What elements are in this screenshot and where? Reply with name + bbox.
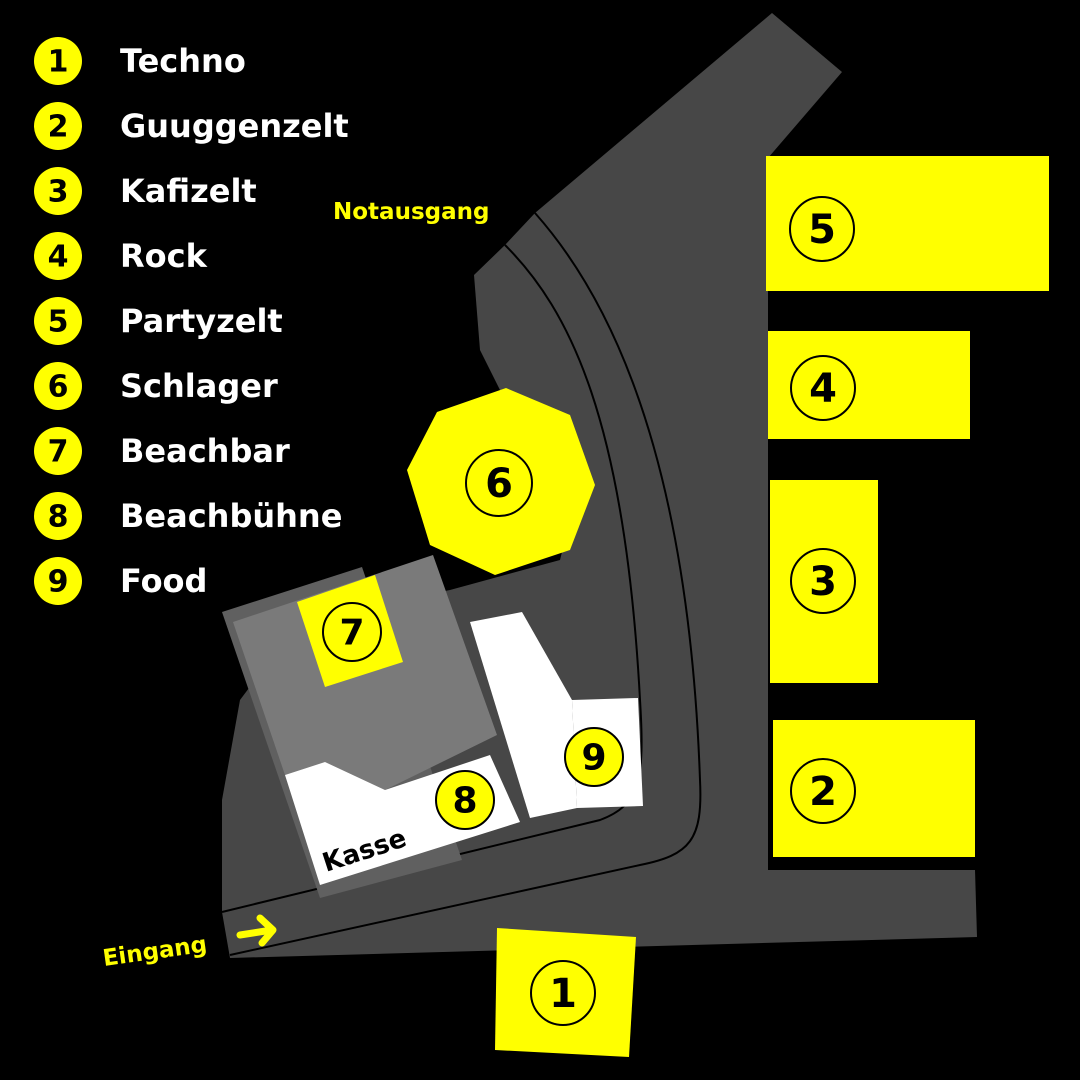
marker-4: 4 bbox=[790, 355, 856, 421]
marker-9: 9 bbox=[564, 727, 624, 787]
map-markers: 5 4 3 2 1 6 7 8 9 bbox=[322, 196, 856, 1026]
rock-4[interactable] bbox=[768, 331, 970, 439]
marker-5: 5 bbox=[789, 196, 855, 262]
arrow-right-icon bbox=[236, 914, 277, 947]
svg-text:7: 7 bbox=[339, 613, 364, 654]
svg-text:6: 6 bbox=[48, 370, 69, 405]
svg-text:Kafizelt: Kafizelt bbox=[120, 172, 257, 210]
path-line-outer bbox=[229, 212, 702, 956]
legend-item-6: 6 Schlager bbox=[34, 362, 278, 410]
svg-text:8: 8 bbox=[452, 781, 477, 822]
legend-item-5: 5 Partyzelt bbox=[34, 297, 283, 345]
marker-3: 3 bbox=[790, 548, 856, 614]
partyzelt-5[interactable] bbox=[766, 156, 1049, 291]
svg-text:3: 3 bbox=[48, 175, 69, 210]
svg-text:Guuggenzelt: Guuggenzelt bbox=[120, 107, 349, 145]
marker-6: 6 bbox=[465, 449, 533, 517]
marker-8: 8 bbox=[435, 770, 495, 830]
svg-text:7: 7 bbox=[48, 435, 69, 470]
svg-text:1: 1 bbox=[549, 971, 577, 1017]
svg-text:Partyzelt: Partyzelt bbox=[120, 302, 283, 340]
food-area-left bbox=[470, 612, 577, 818]
svg-text:Food: Food bbox=[120, 562, 207, 600]
notausgang-label: Notausgang bbox=[333, 199, 489, 225]
techno-1[interactable] bbox=[495, 928, 636, 1057]
svg-text:6: 6 bbox=[485, 461, 513, 507]
svg-text:8: 8 bbox=[48, 500, 69, 535]
legend-item-8: 8 Beachbühne bbox=[34, 492, 342, 540]
svg-text:4: 4 bbox=[809, 366, 837, 412]
legend-item-2: 2 Guuggenzelt bbox=[34, 102, 349, 150]
svg-text:2: 2 bbox=[48, 110, 69, 145]
svg-text:2: 2 bbox=[809, 769, 837, 815]
legend-item-4: 4 Rock bbox=[34, 232, 208, 280]
legend-item-1: 1 Techno bbox=[34, 37, 246, 85]
legend-item-3: 3 Kafizelt bbox=[34, 167, 257, 215]
eingang-label: Eingang bbox=[101, 932, 208, 972]
svg-text:Beachbühne: Beachbühne bbox=[120, 497, 342, 535]
svg-text:4: 4 bbox=[48, 240, 69, 275]
beachbar-7[interactable] bbox=[297, 575, 403, 687]
svg-text:9: 9 bbox=[581, 738, 606, 779]
svg-text:5: 5 bbox=[808, 207, 836, 253]
marker-2: 2 bbox=[790, 758, 856, 824]
svg-text:Schlager: Schlager bbox=[120, 367, 278, 405]
legend: 1 Techno 2 Guuggenzelt 3 Kafizelt 4 Rock 5 Pa… bbox=[34, 37, 349, 605]
svg-text:Beachbar: Beachbar bbox=[120, 432, 290, 470]
legend-item-7: 7 Beachbar bbox=[34, 427, 290, 475]
kafizelt-3[interactable] bbox=[770, 480, 878, 683]
guuggenzelt-2[interactable] bbox=[773, 720, 975, 857]
svg-text:1: 1 bbox=[48, 45, 69, 80]
schlager-6[interactable] bbox=[407, 388, 595, 575]
marker-1: 1 bbox=[530, 960, 596, 1026]
svg-text:5: 5 bbox=[48, 305, 69, 340]
svg-text:Rock: Rock bbox=[120, 237, 208, 275]
svg-text:3: 3 bbox=[809, 559, 837, 605]
svg-text:Techno: Techno bbox=[120, 42, 246, 80]
legend-item-9: 9 Food bbox=[34, 557, 207, 605]
svg-text:9: 9 bbox=[48, 565, 69, 600]
marker-7: 7 bbox=[322, 602, 382, 662]
